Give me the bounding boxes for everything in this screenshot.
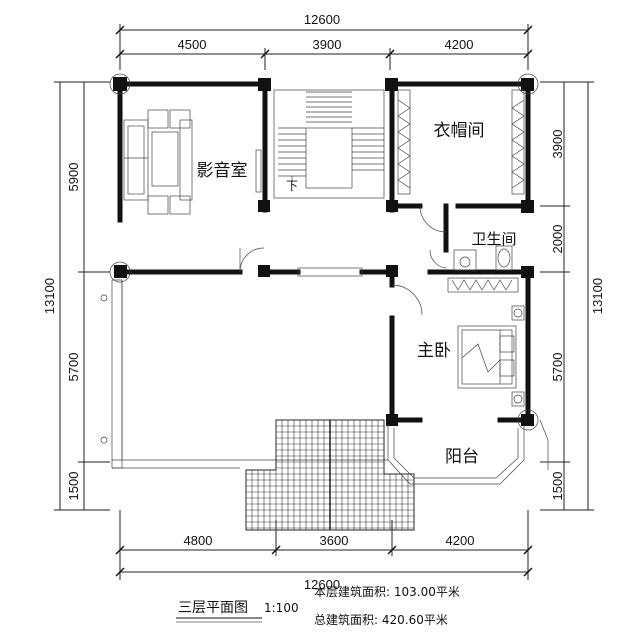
terrace-railing: [100, 279, 388, 469]
dim-left-seg-1: 5900: [66, 163, 81, 192]
dim-left-seg-2: 5700: [66, 353, 81, 382]
room-label-theater: 影音室: [197, 161, 248, 181]
room-label-cloakroom: 衣帽间: [434, 121, 485, 141]
dim-left-seg-3: 1500: [66, 472, 81, 501]
dim-right-seg-1: 3900: [550, 130, 565, 159]
total-area-label: 总建筑面积: 420.60平米: [314, 612, 448, 627]
dim-left-total: 13100: [42, 278, 57, 314]
balcony-outline: [387, 419, 549, 485]
stair-down-label: 下: [286, 179, 298, 193]
room-label-master-bedroom: 主卧: [417, 341, 451, 361]
dim-right-seg-3: 5700: [550, 353, 565, 382]
dim-bottom-seg-2: 3600: [320, 533, 349, 548]
roof-tiles: [245, 419, 415, 531]
dim-bottom-total: 12600: [304, 577, 340, 592]
plan-title: 三层平面图: [178, 600, 248, 616]
columns: [113, 77, 534, 426]
cloak-shelves: [397, 89, 525, 195]
tv-screen: [255, 149, 262, 193]
room-label-balcony: 阳台: [445, 447, 479, 467]
dim-right-total: 13100: [590, 278, 605, 314]
dim-right-seg-2: 2000: [550, 225, 565, 254]
footer: 三层平面图 1:100 本层建筑面积: 103.00平米 总建筑面积: 420.…: [176, 584, 460, 627]
dim-top-seg-3: 4200: [445, 37, 474, 52]
dim-bottom-seg-1: 4800: [184, 533, 213, 548]
staircase: [273, 89, 385, 199]
dim-top-seg-1: 4500: [178, 37, 207, 52]
dim-top-seg-2: 3900: [313, 37, 342, 52]
walls: [117, 81, 531, 425]
bed: [457, 305, 525, 407]
dim-right-seg-4: 1500: [550, 472, 565, 501]
room-label-bathroom: 卫生间: [471, 230, 516, 248]
bath-fixtures: [447, 245, 519, 293]
dim-bottom-seg-3: 4200: [446, 533, 475, 548]
doors: [239, 205, 447, 316]
dimension-lines: [54, 24, 594, 580]
floor-area-label: 本层建筑面积: 103.00平米: [314, 584, 460, 599]
sofa-set: [123, 109, 193, 215]
dim-top-total: 12600: [304, 12, 340, 27]
plan-scale: 1:100: [264, 601, 299, 615]
